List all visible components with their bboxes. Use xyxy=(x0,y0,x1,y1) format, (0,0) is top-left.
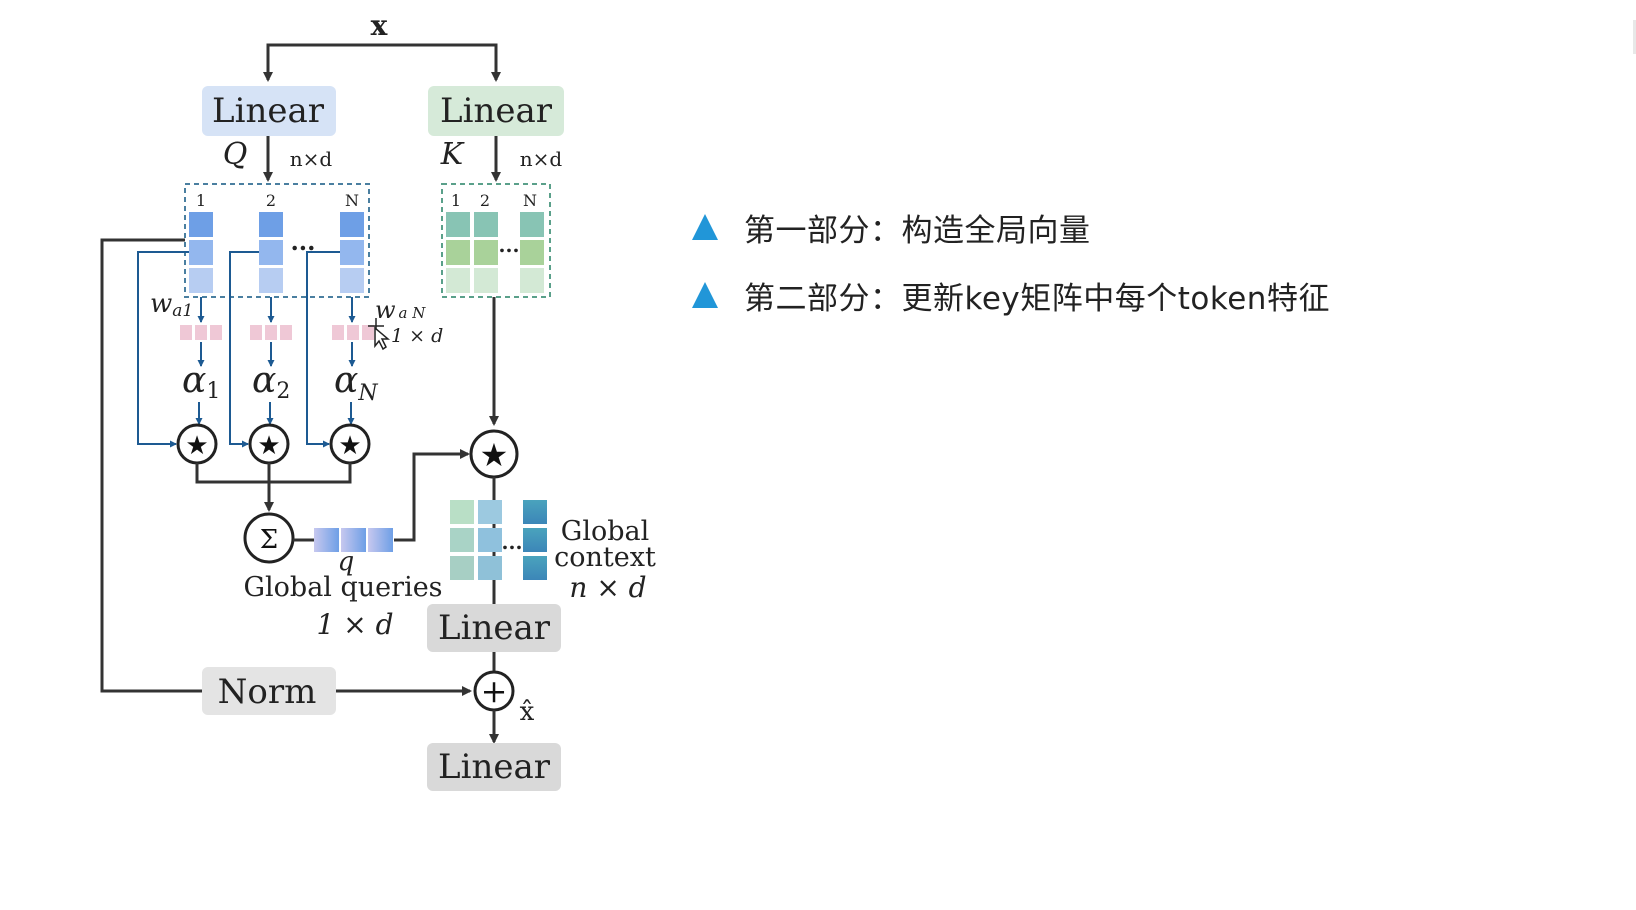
bullet-list: 第一部分：构造全局向量 第二部分：更新key矩阵中每个token特征 xyxy=(692,205,1330,341)
linear-k-box xyxy=(428,86,564,136)
residual-line xyxy=(100,238,202,693)
bullet-text-2: 第二部分：更新key矩阵中每个token特征 xyxy=(744,280,1330,317)
svg-text:★: ★ xyxy=(338,431,361,461)
k-matrix-ellipsis: ... xyxy=(499,233,520,257)
k-dim-label: n×d xyxy=(520,147,563,171)
k-matrix-cells xyxy=(446,212,544,293)
norm-box xyxy=(202,667,336,715)
star-node-n: ★ xyxy=(329,423,371,465)
add-node: + xyxy=(473,670,515,712)
norm-label: Norm xyxy=(218,672,317,712)
q-symbol: Q xyxy=(223,137,248,172)
star-node-1: ★ xyxy=(176,423,218,465)
linear-q-box xyxy=(202,86,336,136)
linear-out-box xyxy=(427,743,561,791)
side-feed-lines xyxy=(137,251,340,448)
triangle-bullet-icon xyxy=(692,214,718,240)
alpha-1-label: α1 xyxy=(182,360,220,404)
linear-q-label: Linear xyxy=(212,91,325,131)
q-col-label-1: 1 xyxy=(196,191,206,210)
linear-context-box xyxy=(427,604,561,652)
k-col-label-2: 2 xyxy=(480,191,490,210)
triangle-bullet-icon xyxy=(692,282,718,308)
k-symbol: K xyxy=(440,137,465,172)
linear-k-label: Linear xyxy=(440,91,553,131)
q-dim-label: n×d xyxy=(290,147,333,171)
input-x-label: x xyxy=(371,9,388,42)
linear-context-label: Linear xyxy=(438,608,551,648)
global-queries-label: Global queries xyxy=(243,572,442,603)
k-col-label-1: 1 xyxy=(451,191,461,210)
q-col-label-n: N xyxy=(345,191,359,210)
k-matrix-border xyxy=(441,183,551,298)
global-queries-dim: 1 × d xyxy=(317,608,394,641)
input-branch-arrow xyxy=(266,43,501,82)
global-query-vector xyxy=(314,528,393,552)
bullet-item-1: 第一部分：构造全局向量 xyxy=(692,205,1330,249)
weight-arrows xyxy=(195,297,356,425)
global-context-line1: Global xyxy=(561,516,649,547)
alpha-2-label: α2 xyxy=(252,360,290,404)
bullet-item-2: 第二部分：更新key矩阵中每个token特征 xyxy=(692,273,1330,317)
svg-text:★: ★ xyxy=(185,431,208,461)
svg-text:★: ★ xyxy=(257,431,280,461)
q-matrix-border xyxy=(184,183,370,298)
star-merge-line xyxy=(195,463,352,484)
alpha-n-label: αN xyxy=(334,360,378,406)
q-to-star-arrow xyxy=(394,449,470,542)
svg-text:Σ: Σ xyxy=(260,525,278,555)
mouse-cursor-icon xyxy=(368,318,391,351)
attention-diagram: x Linear Linear Q n×d K n×d 1 2 N ... 1 … xyxy=(100,9,656,791)
q-vector-label: q xyxy=(338,547,355,577)
w-a1-label: wa1 xyxy=(150,289,193,321)
star-node-context: ★ xyxy=(469,429,519,479)
linear-out-label: Linear xyxy=(438,747,551,787)
x-hat-label: x̂ xyxy=(520,697,535,727)
context-ellipsis: ... xyxy=(502,530,523,554)
weight-vectors xyxy=(180,325,374,340)
global-context-dim: n × d xyxy=(569,571,646,604)
star-node-2: ★ xyxy=(248,423,290,465)
svg-text:★: ★ xyxy=(480,436,509,474)
k-col-label-n: N xyxy=(523,191,537,210)
svg-text:+: + xyxy=(481,672,508,710)
bullet-text-1: 第一部分：构造全局向量 xyxy=(744,212,1091,249)
q-col-label-2: 2 xyxy=(266,191,276,210)
global-context-line2: context xyxy=(554,542,656,573)
w-dim-label: 1 × d xyxy=(391,325,443,347)
sum-node: Σ xyxy=(243,512,295,564)
q-matrix-cells xyxy=(189,212,364,293)
global-context-matrix xyxy=(450,500,547,580)
edge-divider xyxy=(1633,20,1636,54)
